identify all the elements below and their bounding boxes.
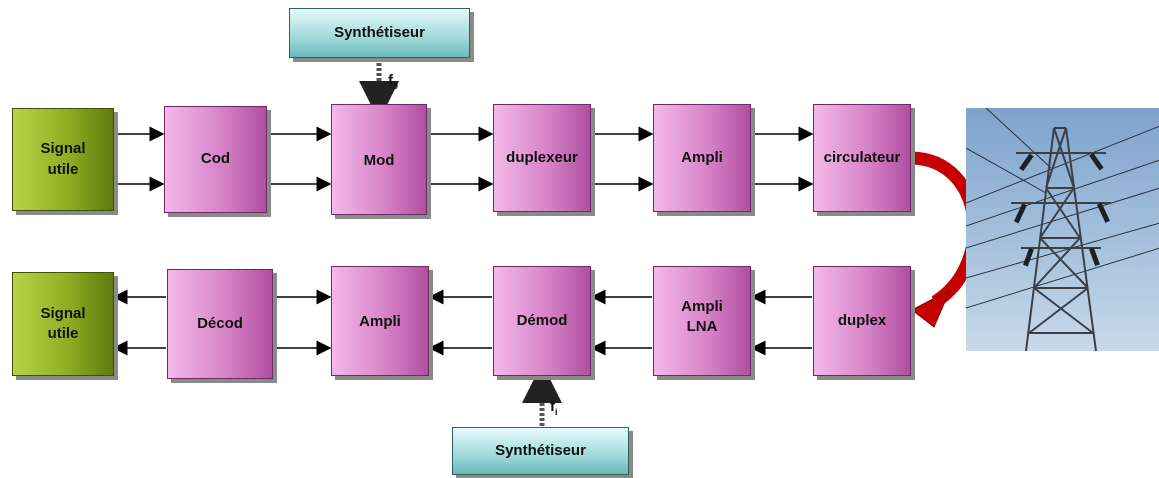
freq-label-fi: fi	[550, 398, 558, 417]
curved-red-arrow	[911, 151, 981, 308]
tx-block-ampli-label: Ampli	[681, 148, 723, 166]
tx-block-duplexeur-label: duplexeur	[506, 148, 578, 166]
tower-lattice	[1011, 127, 1111, 351]
tx-block-cod: Cod	[164, 106, 267, 213]
rx-block-decod: Décod	[167, 269, 273, 379]
tx-block-mod-label: Mod	[363, 152, 395, 169]
power-pylon-image	[966, 108, 1159, 351]
rx-block-ampli-lna-label: Ampli LNA	[681, 298, 723, 336]
curved-red-arrowhead	[911, 288, 952, 328]
freq-fi-sub: i	[555, 407, 558, 417]
signal-sink: Signal utile	[12, 272, 114, 376]
rx-links	[112, 289, 812, 356]
synthesizer-bottom-label: Synthétiseur	[495, 441, 586, 459]
rx-block-decod-label: Décod	[197, 314, 243, 332]
power-pylon-illustration	[966, 108, 1159, 351]
tx-block-ampli: Ampli	[653, 104, 751, 212]
tx-block-duplexeur: duplexeur	[493, 104, 591, 212]
freq-f0-sub: 0	[393, 81, 399, 91]
signal-sink-label: Signal utile	[40, 304, 86, 342]
tx-block-cod-label: Cod	[200, 150, 231, 168]
synthesizer-top-label: Synthétiseur	[334, 23, 425, 41]
rx-block-duplex: duplex	[813, 266, 911, 376]
tx-block-mod: Mod	[331, 104, 427, 215]
sky-background	[966, 108, 1159, 351]
power-lines	[966, 108, 1159, 309]
rx-block-demod-label: Démod	[516, 311, 568, 329]
freq-fi-letter: f	[550, 398, 555, 415]
synthesizer-top: Synthétiseur	[289, 8, 470, 58]
freq-label-f0: f0	[388, 72, 398, 91]
signal-source-label: Signal utile	[40, 140, 86, 178]
tx-links	[114, 126, 814, 192]
insulators	[1013, 152, 1110, 267]
rx-block-ampli-lna: Ampli LNA	[653, 266, 751, 376]
rx-block-ampli-label: Ampli	[359, 313, 401, 330]
rx-block-demod: Démod	[493, 266, 591, 376]
tx-block-circulateur-label: circulateur	[823, 148, 901, 166]
rx-block-ampli: Ampli	[331, 266, 429, 376]
signal-source: Signal utile	[12, 108, 114, 211]
tx-block-circulateur: circulateur	[813, 104, 911, 212]
synthesizer-bottom: Synthétiseur	[452, 427, 629, 475]
freq-f0-letter: f	[388, 72, 393, 89]
rx-block-duplex-label: duplex	[837, 311, 887, 329]
